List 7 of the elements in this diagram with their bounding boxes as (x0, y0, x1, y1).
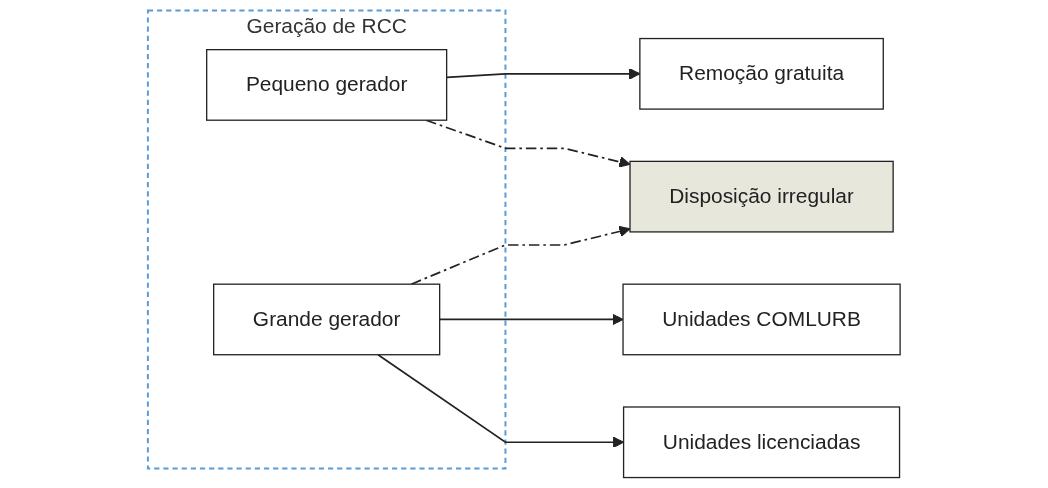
node-box: Disposição irregular (629, 160, 894, 233)
node-box: Unidades COMLURB (622, 283, 901, 356)
node-box: Grande gerador (213, 283, 441, 356)
arrow (410, 225, 631, 286)
node-box: Unidades licenciadas (622, 406, 901, 479)
node-box: Remoção gratuita (639, 37, 884, 110)
node-box: Pequeno gerador (206, 49, 448, 121)
